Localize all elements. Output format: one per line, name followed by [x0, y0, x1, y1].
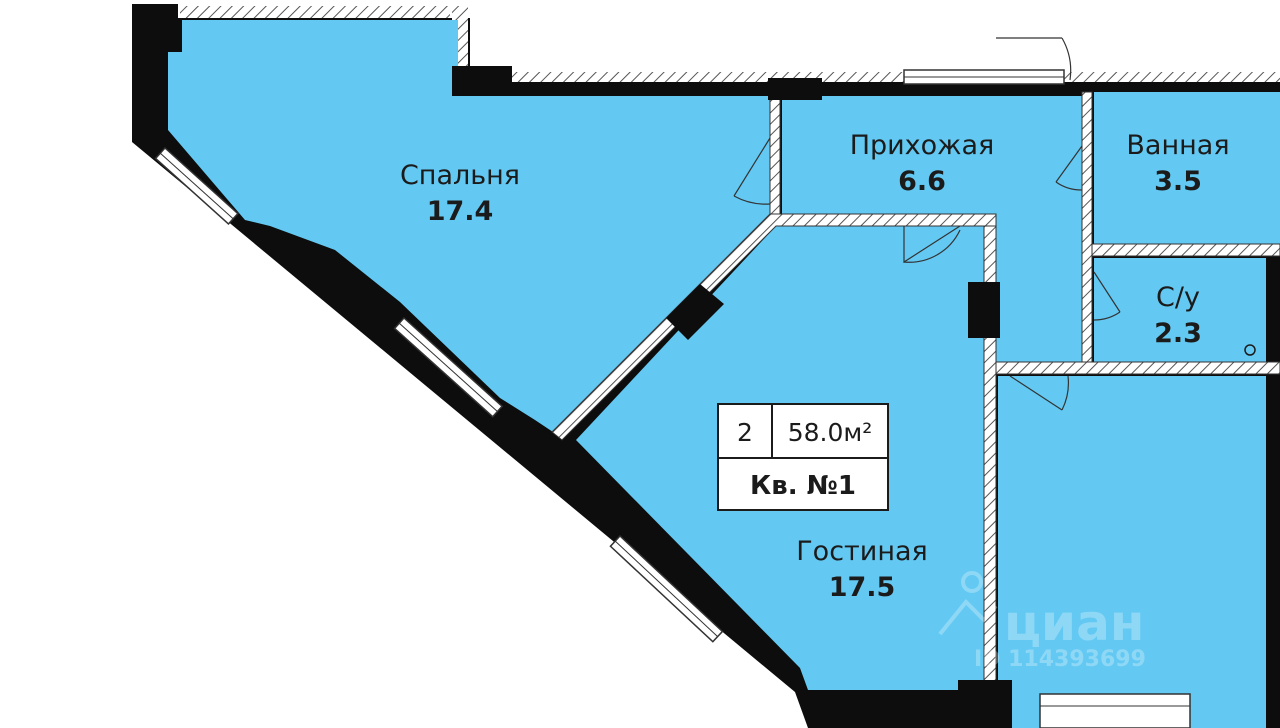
partition-hall-bath [1081, 91, 1093, 367]
rooms-count: 2 [737, 418, 753, 447]
floor-drain-icon [1244, 344, 1256, 356]
door-swings [733, 37, 1121, 411]
wc-room [1094, 258, 1266, 362]
pillar-living-right [968, 282, 1000, 338]
window-2 [393, 316, 504, 418]
watermark: циан ID 114393699 [938, 571, 1146, 672]
lower-right-room [998, 376, 1266, 728]
window-top [903, 69, 1065, 85]
watermark-id: ID 114393699 [974, 647, 1146, 672]
partition-bed-hall [769, 91, 781, 225]
bathroom-name: Ванная [1126, 130, 1229, 161]
bathroom-area: 3.5 [1154, 166, 1202, 197]
window-1 [154, 146, 239, 226]
bedroom-room [168, 20, 770, 434]
living-name: Гостиная [796, 536, 928, 567]
apartment-info-box: 2 58.0м² Кв. №1 [717, 403, 889, 511]
total-area: 58.0м² [788, 418, 873, 447]
bedroom-name: Спальня [400, 160, 520, 191]
hallway-room [782, 96, 1082, 362]
wc-name: С/у [1156, 282, 1200, 313]
apartment-number: Кв. №1 [750, 471, 856, 501]
bathroom-room [1094, 92, 1280, 244]
partition-bath-wc [1091, 243, 1280, 257]
living-area: 17.5 [829, 572, 896, 603]
pillar-bottom [958, 680, 1012, 728]
window-bottom [1039, 693, 1191, 728]
pillar-diagonal [666, 284, 724, 340]
partition-hall-living [551, 213, 997, 441]
window-3 [609, 534, 724, 643]
cian-logo-icon [938, 571, 998, 636]
top-right-wall-hatch [512, 72, 1280, 82]
partition-hall-bottom [995, 361, 1280, 375]
top-wall-hatch [180, 6, 450, 18]
hallway-area: 6.6 [898, 166, 946, 197]
bedroom-area: 17.4 [427, 196, 494, 227]
pillar-hall-top [768, 78, 822, 100]
hallway-name: Прихожая [850, 130, 995, 161]
pillar-top [452, 66, 512, 96]
wc-area: 2.3 [1154, 318, 1202, 349]
watermark-brand: циан [1004, 594, 1144, 652]
